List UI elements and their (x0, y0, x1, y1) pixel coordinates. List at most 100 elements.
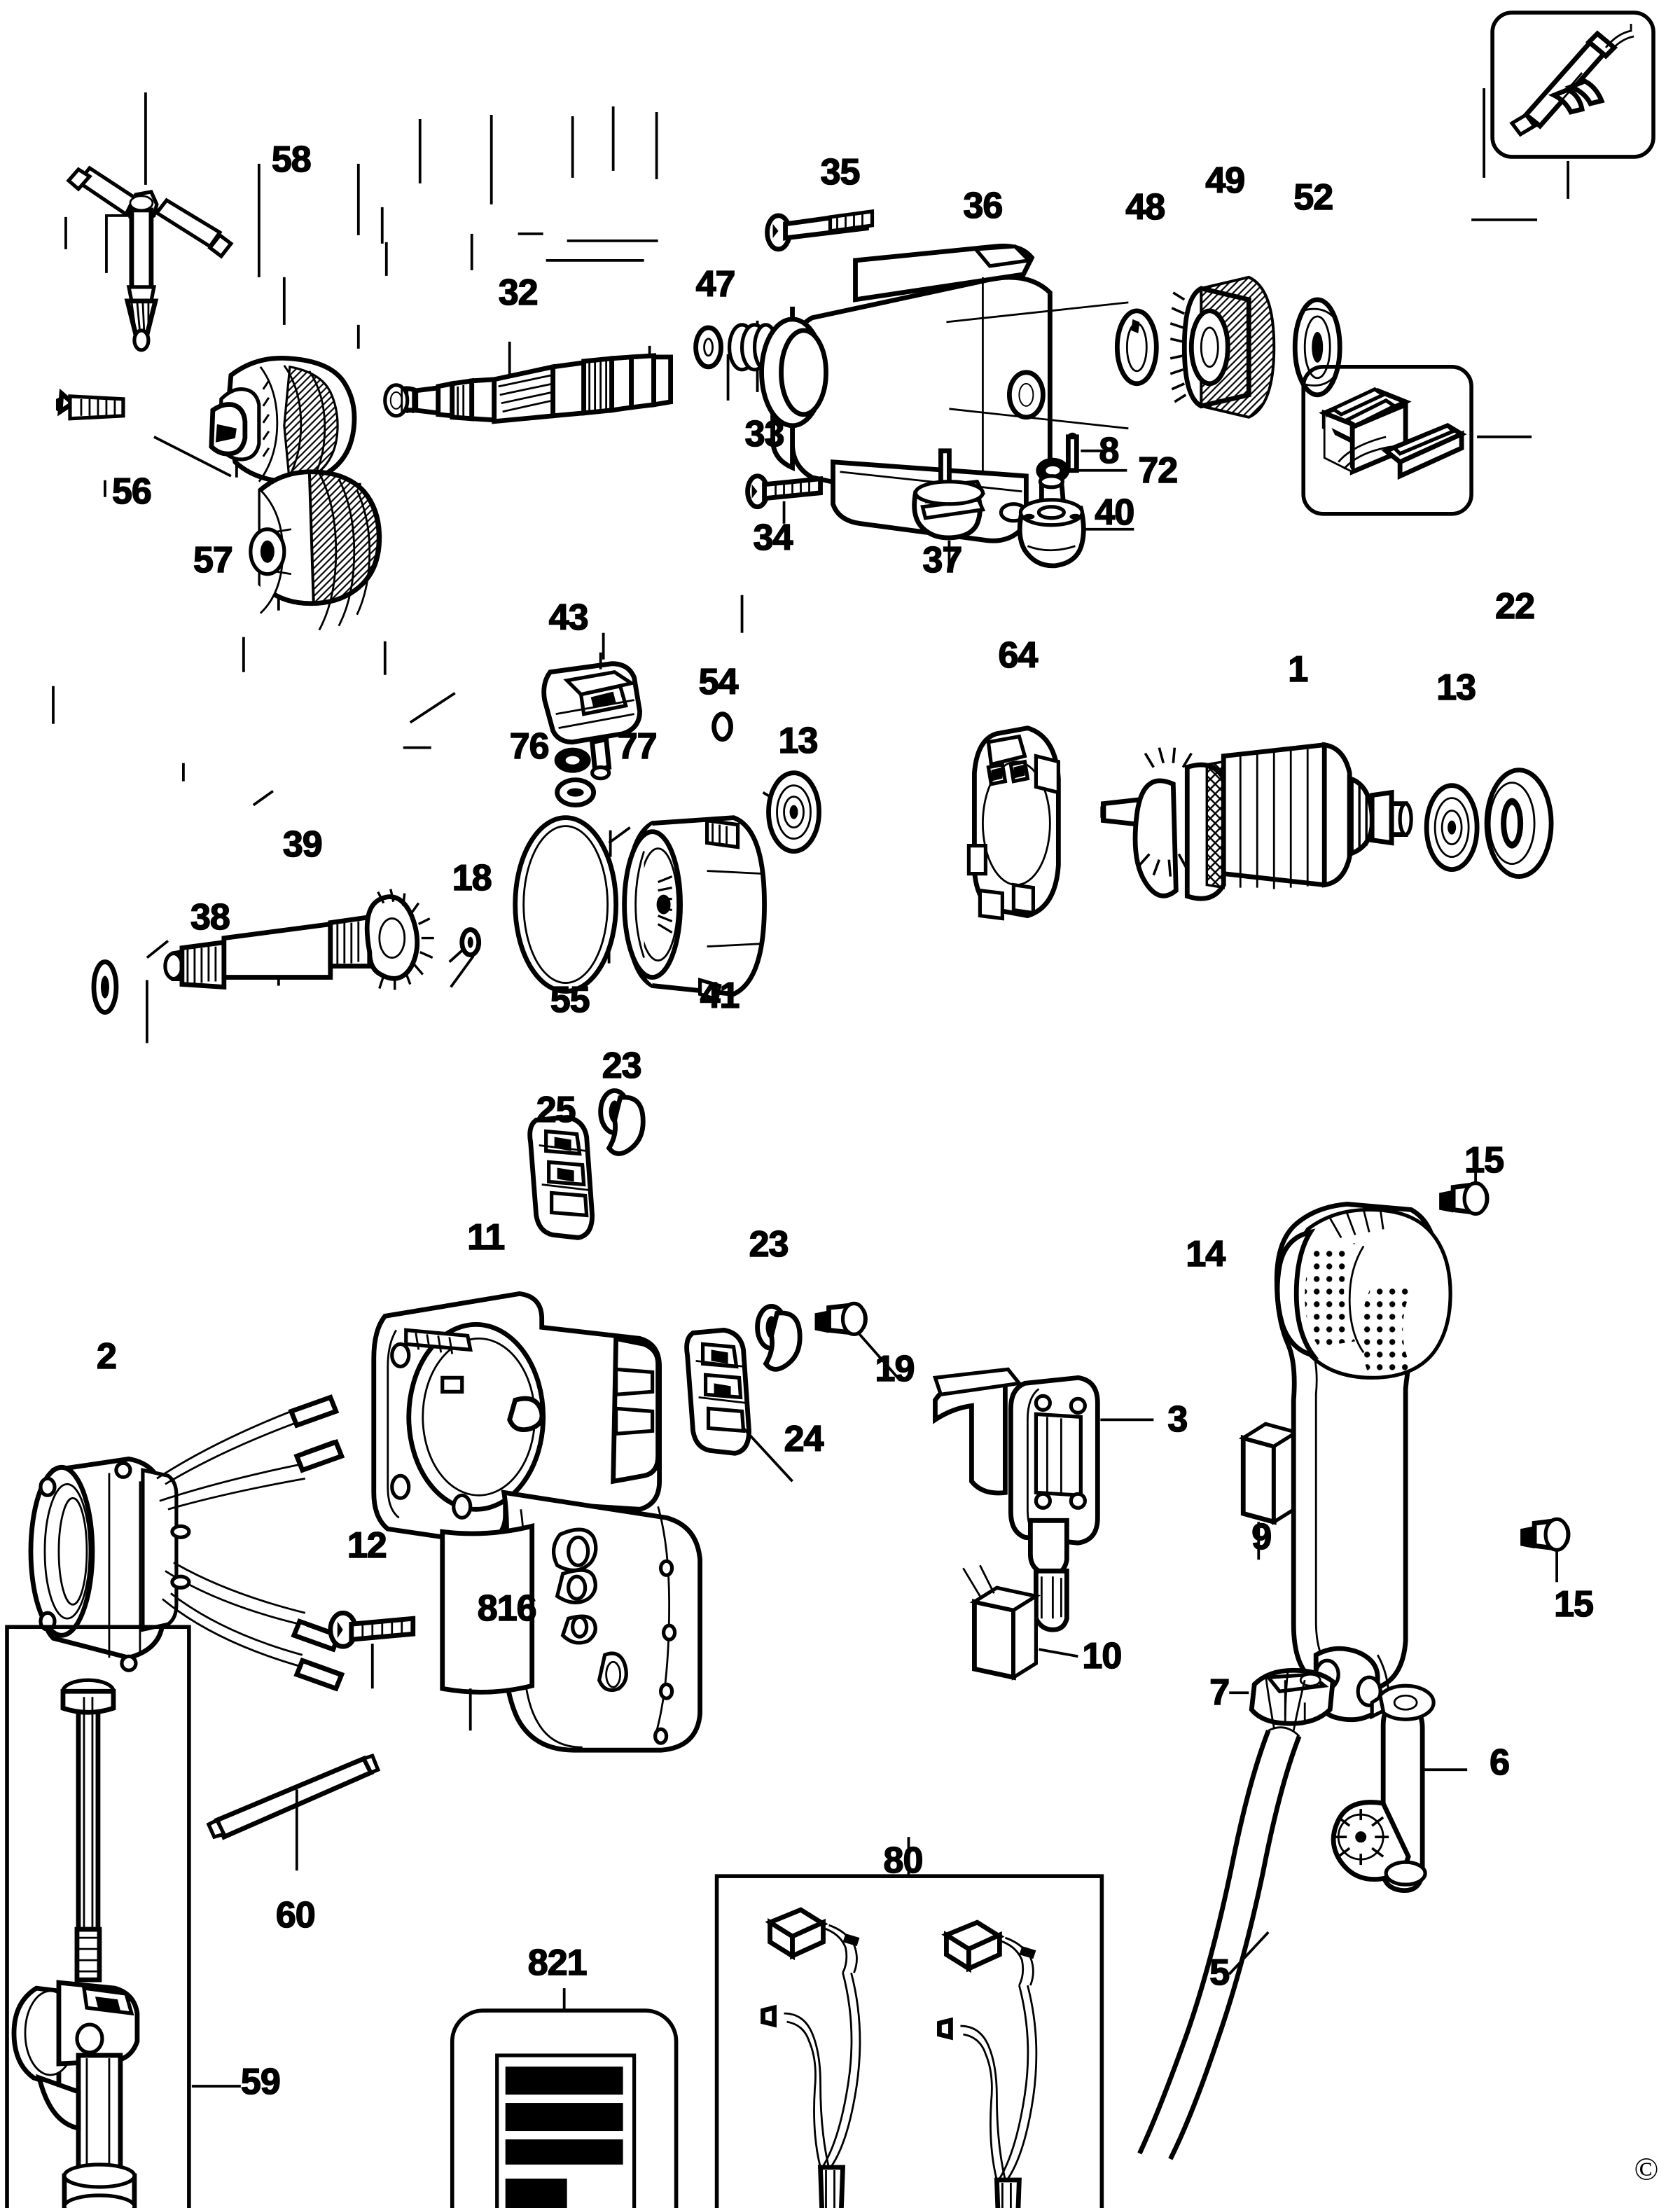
part-49-ratchet-gear (1169, 275, 1276, 419)
part-11-motor-housing (371, 1291, 702, 1753)
callout-38: 38 (190, 896, 230, 938)
lead-terminals (288, 1394, 345, 1692)
part-54-ball (711, 711, 733, 742)
callout-41: 41 (700, 975, 740, 1016)
callout-18: 18 (452, 857, 492, 898)
part-1-armature (1100, 742, 1413, 901)
callout-40: 40 (1095, 492, 1135, 533)
part-64-brush-plate (966, 725, 1061, 921)
callout-3: 3 (1167, 1399, 1189, 1440)
callout-36: 36 (963, 185, 1004, 226)
brush-lead-left (761, 1907, 861, 2208)
part-2-field-stator (28, 1394, 345, 1692)
callout-34: 34 (753, 517, 793, 558)
callout-47: 47 (695, 263, 736, 305)
part-24-carbon-brush (684, 1327, 793, 1483)
inset-box-821 (450, 1988, 679, 2208)
callout-9: 9 (1251, 1517, 1272, 1558)
callout-12: 12 (347, 1525, 387, 1567)
callout-10: 10 (1082, 1636, 1123, 1677)
part-816-nameplate (440, 1522, 535, 1731)
callout-11: 11 (466, 1217, 506, 1258)
callout-33: 33 (744, 413, 785, 454)
callout-25: 25 (536, 1090, 576, 1131)
part-23-spring-clip-lower (755, 1304, 803, 1372)
part-52-bearing-ring (1292, 297, 1342, 398)
callout-58: 58 (271, 139, 312, 180)
part-56-chuck-screw (55, 388, 125, 421)
part-3-switch (932, 1367, 1154, 1632)
callout-19: 19 (875, 1349, 915, 1390)
callout-816: 816 (477, 1588, 537, 1630)
part-22-bearing-sleeve (1484, 768, 1554, 880)
callout-32: 32 (498, 272, 539, 313)
part-9-capacitor (1238, 1422, 1301, 1560)
part-13-ball-bearing-right (1424, 783, 1480, 873)
part-7-cord-clamp (1229, 1667, 1335, 1726)
grease-gun-icon (1509, 23, 1634, 137)
part-76-washer (554, 747, 591, 773)
part-35-long-screw (765, 209, 875, 252)
part-6-cord-protector (1331, 1683, 1468, 1894)
part-15-handle-screw-top (1439, 1151, 1490, 1216)
callout-49: 49 (1205, 160, 1246, 201)
part-47-o-ring (693, 325, 723, 370)
part-57-keyed-chuck (209, 355, 357, 486)
callout-24: 24 (784, 1419, 824, 1460)
callout-13-right: 13 (1436, 667, 1476, 708)
callout-52: 52 (1293, 176, 1333, 218)
callout-8: 8 (1099, 430, 1120, 471)
inset-box-80 (714, 1837, 1104, 2208)
part-38-washer (91, 959, 119, 1015)
inset-box-800 (1490, 11, 1655, 199)
callout-35: 35 (820, 151, 861, 193)
callout-80: 80 (883, 1840, 924, 1882)
callout-6: 6 (1489, 1742, 1511, 1784)
part-57-keyless-chuck (249, 469, 382, 631)
part-60-hex-key (206, 1753, 381, 1871)
callout-15-top: 15 (1464, 1140, 1504, 1181)
part-58-chuck-key (66, 165, 234, 352)
callout-23-upper: 23 (602, 1045, 642, 1086)
part-23-spring-clip-upper (598, 1088, 646, 1156)
callout-76: 76 (509, 725, 550, 767)
callout-14: 14 (1186, 1234, 1226, 1275)
part-39-intermediate-shaft (163, 889, 434, 990)
callout-1: 1 (1287, 648, 1309, 690)
depth-stop-clamp (11, 1980, 140, 2208)
part-10-suppressor (962, 1564, 1078, 1681)
callout-821: 821 (527, 1943, 588, 1984)
callout-5: 5 (1209, 1952, 1231, 1994)
callout-56: 56 (111, 471, 152, 512)
part-15-handle-screw-bottom (1520, 1517, 1571, 1583)
part-77-seal-ring (555, 777, 597, 808)
callout-15-bottom: 15 (1553, 1584, 1594, 1625)
inset-box-836 (1301, 365, 1532, 516)
callout-13-left: 13 (778, 720, 819, 761)
inset-box-59 (5, 1625, 241, 2208)
callout-64: 64 (998, 634, 1039, 676)
part-18-washer (459, 927, 482, 957)
part-32-spindle (383, 353, 673, 424)
copyright-mark: © (1634, 2151, 1659, 2187)
part-12-screw (328, 1610, 416, 1689)
callout-55: 55 (550, 979, 590, 1020)
part-19-screw (814, 1301, 901, 1382)
callout-48: 48 (1125, 186, 1166, 228)
part-8-pin (1065, 432, 1104, 473)
callout-23-lower: 23 (749, 1224, 789, 1265)
part-14-side-handle (1274, 1202, 1452, 1723)
callout-39: 39 (282, 824, 323, 865)
part-34-screw (745, 473, 823, 524)
callout-72: 72 (1138, 450, 1179, 491)
callout-7: 7 (1209, 1672, 1231, 1714)
part-37-selector-lever (912, 448, 986, 566)
depth-stop-bolt (60, 1678, 116, 1983)
brush-lead-right (937, 1919, 1038, 2208)
callout-60: 60 (275, 1895, 316, 1936)
part-55-o-ring-large (513, 815, 619, 994)
callout-59: 59 (240, 2062, 281, 2103)
callout-37: 37 (922, 539, 963, 581)
callout-2: 2 (96, 1336, 118, 1377)
part-13-ball-bearing-left (766, 770, 821, 854)
